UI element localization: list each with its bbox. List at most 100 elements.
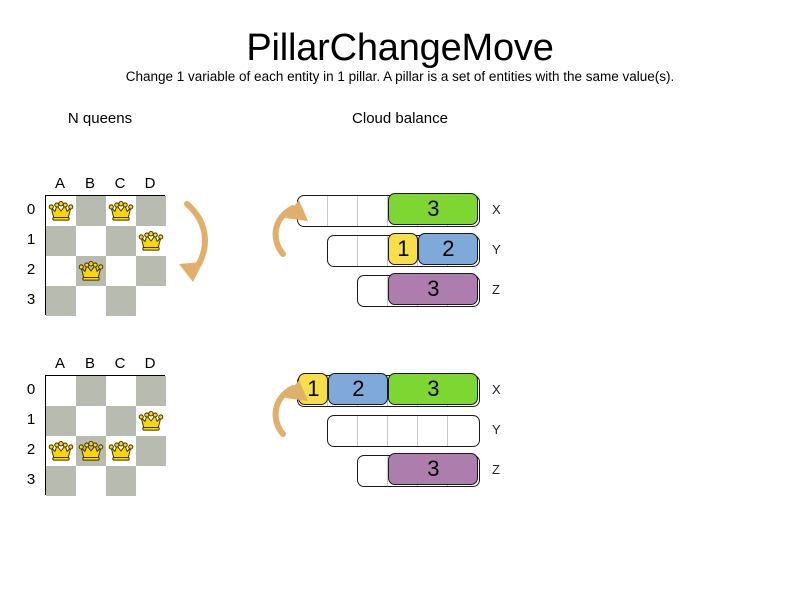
process-label: 1 [397, 236, 410, 262]
column-header-b-before: B [84, 175, 95, 192]
chess-cell-d2[interactable] [136, 436, 166, 466]
chess-cell-b0[interactable] [76, 196, 106, 226]
computer-capacity-bar-y-after[interactable] [326, 415, 480, 447]
chess-cell-c2[interactable] [106, 436, 136, 466]
chess-cell-d0[interactable] [136, 376, 166, 406]
computer-row-y-after: Y [260, 415, 501, 447]
computer-row-x-after: 1 2 3 X [260, 373, 501, 407]
row-header-2-before: 2 [26, 261, 36, 278]
page-subtitle: Change 1 variable of each entity in 1 pi… [125, 69, 675, 84]
process-label: 3 [427, 196, 440, 222]
column-header-a-before: A [54, 175, 65, 192]
computer-name-x-before: X [492, 202, 501, 217]
page-title: PillarChangeMove [246, 27, 554, 69]
queen-icon [48, 201, 74, 221]
column-header-d-after: D [144, 355, 156, 372]
chess-cell-d0[interactable] [136, 196, 166, 226]
chess-cell-a0[interactable] [46, 376, 76, 406]
process-block-2-x-after[interactable]: 2 [328, 373, 389, 406]
row-header-0-after: 0 [26, 381, 36, 398]
chess-cell-b1[interactable] [76, 226, 106, 256]
chess-cell-a2[interactable] [46, 436, 76, 466]
section-label-nqueens: N queens [67, 110, 133, 127]
chess-cell-b1[interactable] [76, 406, 106, 436]
row-header-1-after: 1 [26, 411, 36, 428]
process-block-3-x-after[interactable]: 3 [388, 373, 479, 406]
move-arrow-cloud-before [263, 192, 313, 267]
move-arrow-nqueens [165, 190, 225, 295]
chess-cell-d1[interactable] [136, 406, 166, 436]
capacity-slot [448, 416, 478, 446]
computer-name-x-after: X [492, 382, 501, 397]
chess-cell-c3[interactable] [106, 286, 136, 316]
queen-icon [138, 411, 164, 431]
chess-cell-a0[interactable] [46, 196, 76, 226]
process-block-3-x-before[interactable]: 3 [388, 193, 479, 226]
chess-cell-b2[interactable] [76, 436, 106, 466]
move-arrow-cloud-after [263, 372, 313, 447]
computer-name-y-before: Y [492, 242, 501, 257]
column-header-a-after: A [54, 355, 65, 372]
process-label: 3 [427, 376, 440, 402]
chess-cell-d3[interactable] [136, 466, 166, 496]
chess-cell-a3[interactable] [46, 466, 76, 496]
chess-cell-a2[interactable] [46, 256, 76, 286]
chess-cell-d2[interactable] [136, 256, 166, 286]
queen-icon [48, 441, 74, 461]
process-block-1-y-before[interactable]: 1 [388, 233, 419, 266]
process-label: 2 [352, 376, 365, 402]
chess-cell-c0[interactable] [106, 196, 136, 226]
queen-icon [108, 201, 134, 221]
capacity-slot [328, 196, 358, 226]
chess-cell-c1[interactable] [106, 226, 136, 256]
chess-cell-b3[interactable] [76, 286, 106, 316]
capacity-slot [418, 416, 448, 446]
process-label: 3 [427, 276, 440, 302]
row-header-3-after: 3 [26, 471, 36, 488]
chess-cell-d3[interactable] [136, 286, 166, 316]
computer-name-z-after: Z [492, 462, 500, 477]
computer-name-y-after: Y [492, 422, 501, 437]
process-block-3-z-before[interactable]: 3 [388, 273, 479, 306]
chess-cell-d1[interactable] [136, 226, 166, 256]
chess-cell-c2[interactable] [106, 256, 136, 286]
process-block-3-z-after[interactable]: 3 [388, 453, 479, 486]
row-header-3-before: 3 [26, 291, 36, 308]
capacity-slot [358, 236, 388, 266]
chess-cell-b0[interactable] [76, 376, 106, 406]
chessboard-grid-after [45, 375, 166, 496]
queen-icon [138, 231, 164, 251]
section-label-cloud: Cloud balance [352, 110, 448, 127]
process-label: 1 [307, 376, 320, 402]
chess-cell-a1[interactable] [46, 406, 76, 436]
chess-cell-a1[interactable] [46, 226, 76, 256]
column-header-b-after: B [84, 355, 95, 372]
queen-icon [78, 261, 104, 281]
capacity-slot [358, 196, 388, 226]
capacity-slot [358, 456, 388, 486]
chess-cell-b3[interactable] [76, 466, 106, 496]
chess-cell-a3[interactable] [46, 286, 76, 316]
chess-cell-c1[interactable] [106, 406, 136, 436]
capacity-slot [388, 416, 418, 446]
column-headers-before: A B C D [45, 175, 165, 193]
process-block-2-y-before[interactable]: 2 [418, 233, 479, 266]
chess-cell-c3[interactable] [106, 466, 136, 496]
chess-cell-c0[interactable] [106, 376, 136, 406]
column-header-d-before: D [144, 175, 156, 192]
chess-cell-b2[interactable] [76, 256, 106, 286]
row-header-2-after: 2 [26, 441, 36, 458]
row-header-1-before: 1 [26, 231, 36, 248]
queen-icon [108, 441, 134, 461]
column-header-c-before: C [114, 175, 126, 192]
